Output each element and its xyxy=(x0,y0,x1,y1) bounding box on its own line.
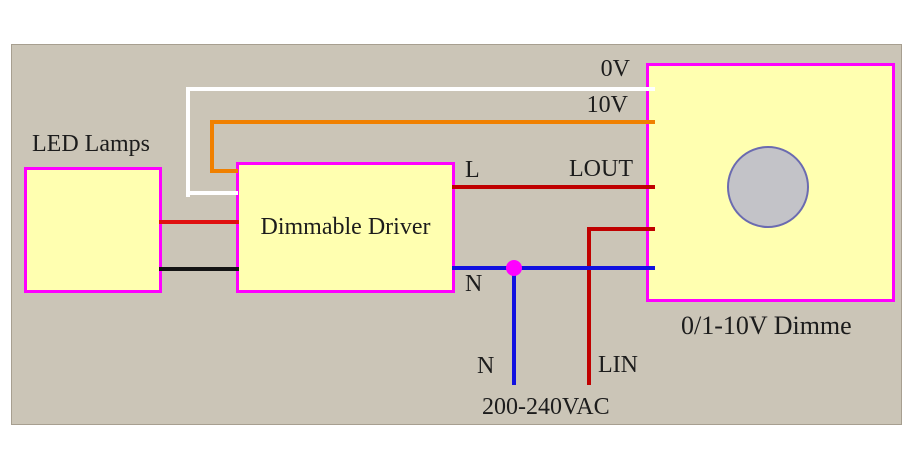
dimmable-driver-label: Dimmable Driver xyxy=(260,214,431,240)
dimmer-knob-circle xyxy=(727,146,809,228)
neutral-junction-dot xyxy=(506,260,522,276)
label-n-driver: N xyxy=(465,271,483,297)
wire-lin-horizontal xyxy=(587,227,655,231)
dimmable-driver-box xyxy=(236,162,455,293)
wire-lamp-red xyxy=(159,220,239,224)
dimmer-label: 0/1-10V Dimme xyxy=(681,311,852,340)
wire-10v-vertical xyxy=(210,120,214,173)
label-0v: 0V xyxy=(600,56,630,82)
wire-10v-driver-stub xyxy=(210,169,238,173)
label-lout: LOUT xyxy=(569,156,633,182)
wire-neutral-vertical xyxy=(512,266,516,385)
label-l: L xyxy=(465,157,480,183)
wire-neutral-horizontal xyxy=(452,266,655,270)
wire-10v-horizontal xyxy=(210,120,655,124)
wire-0v-driver-stub xyxy=(186,191,238,195)
wire-lamp-black xyxy=(159,267,239,271)
label-lin: LIN xyxy=(598,352,638,378)
wire-lout xyxy=(452,185,655,189)
label-10v: 10V xyxy=(586,92,628,118)
led-lamps-box xyxy=(24,167,162,293)
wire-0v-horizontal xyxy=(186,87,655,91)
wire-0v-vertical xyxy=(186,87,190,197)
wire-lin-vertical xyxy=(587,227,591,385)
label-supply-voltage: 200-240VAC xyxy=(482,394,610,420)
led-lamps-label: LED Lamps xyxy=(32,131,150,157)
label-n-supply: N xyxy=(477,353,495,379)
